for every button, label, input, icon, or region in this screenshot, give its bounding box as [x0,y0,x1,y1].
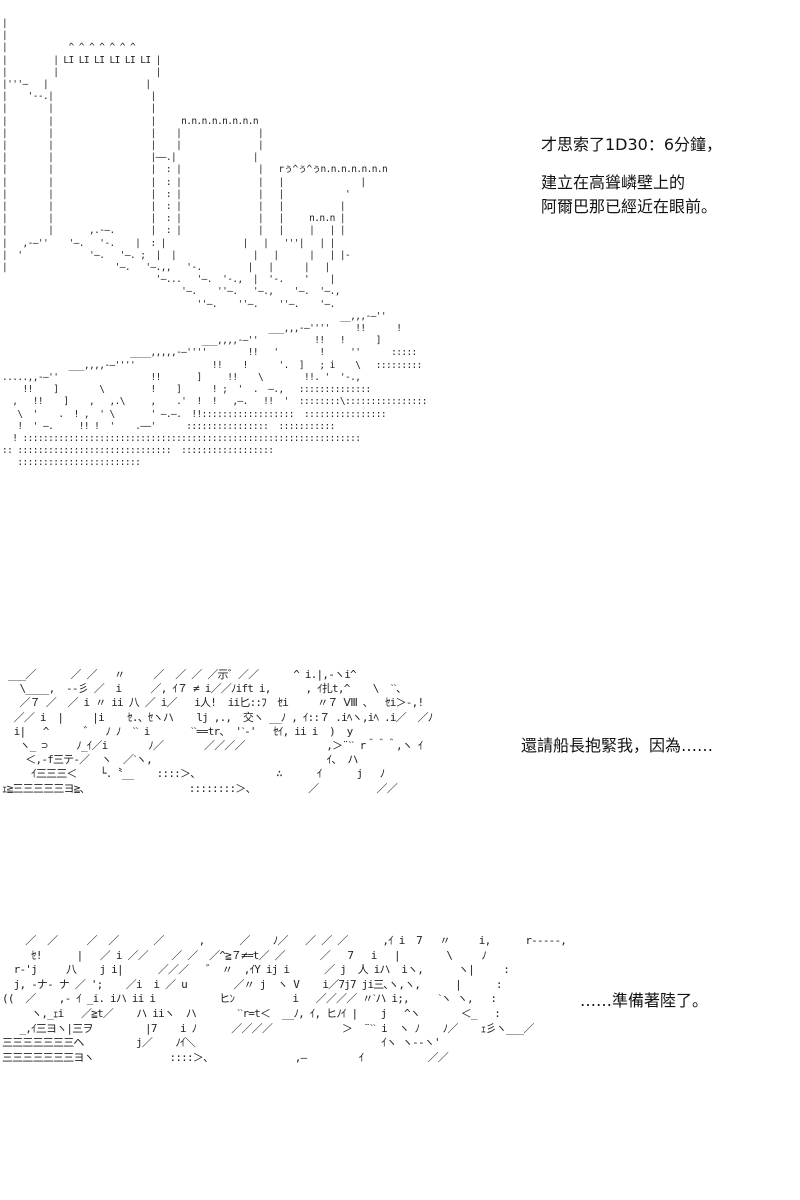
caption-line: 才思索了1D30：6分鐘， [541,135,723,154]
caption-landing: ……準備著陸了。 [580,989,708,1013]
caption-request: 還請船長抱緊我，因為…… [521,734,713,758]
caption-line: ……準備著陸了。 [580,991,709,1010]
caption-line: 建立在高聳嶙壁上的 [541,173,686,192]
caption-arrival: 才思索了1D30：6分鐘， 建立在高聳嶙壁上的 阿爾巴那已經近在眼前。 [541,133,722,219]
caption-line: 還請船長抱緊我，因為…… [521,736,714,755]
landing-ascii-art: ／ ／ ／ ／ ／ , ／ ﾉ／ ／ ／ ／ ,ｲ i 7 〃 i, r‐‐‐‐… [2,934,567,1064]
caption-line: 阿爾巴那已經近在眼前。 [541,197,718,216]
castle-ascii-art: | | | ^ ^ ^ ^ ^ ^ ^ | | LI LI LI LI LI L… [2,18,428,469]
captain-embrace-ascii-art: ___／ ／ ／ 〃 ／ ／ ／ ／示゛／／ ^ i.|,‐ヽi^ \____,… [2,668,433,795]
caption-gap [541,157,722,171]
